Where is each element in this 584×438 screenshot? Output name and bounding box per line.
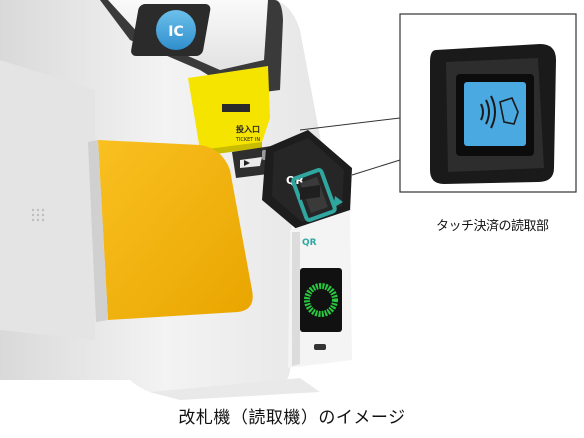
ic-card-label: IC [168,24,183,40]
image-caption: 改札機（読取機）のイメージ [178,408,406,428]
status-ring-icon [304,283,338,317]
callout-label: タッチ決済の読取部 [436,219,549,234]
contactless-reader-closeup [430,44,556,184]
ticket-slot-label: 投入口 [236,124,260,134]
qr-arrow-icon [333,196,343,208]
gate-flap [98,140,253,320]
status-led-panel [300,268,342,332]
contactless-wave-icon [480,95,496,129]
vent-grille [31,208,45,222]
ic-screen [156,10,196,50]
hand-card-icon [499,97,519,125]
ticket-slot-sublabel: TICKET IN [235,137,261,143]
qr-panel-label: QR [302,238,317,248]
